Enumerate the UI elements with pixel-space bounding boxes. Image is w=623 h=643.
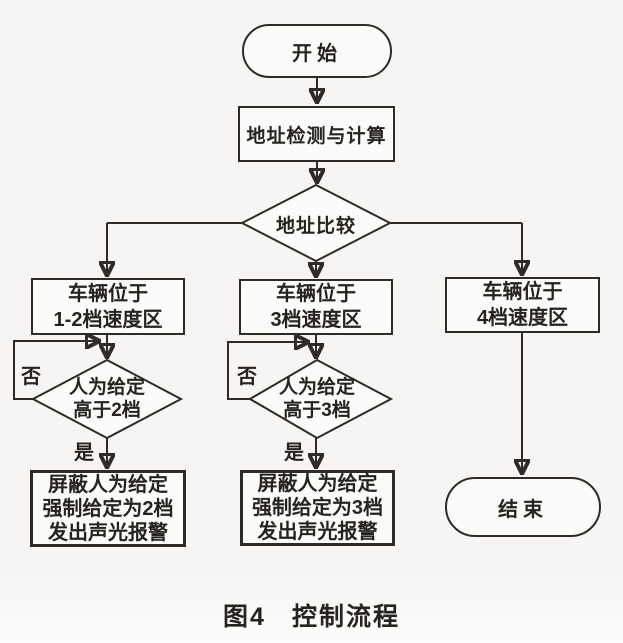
end-label: 结束 [498,498,548,521]
process-zone-4: 车辆位于 4档速度区 [445,277,600,333]
yes-label-left: 是 [74,442,94,464]
decision-manual-above-3 [248,358,394,440]
compare-diamond-label: 地址比较 [275,216,356,237]
no-label-left: 否 [21,366,41,388]
figure-caption: 图4 控制流程 [0,597,623,633]
process-zone-3: 车辆位于 3档速度区 [239,279,393,335]
edge-check2-no-loop [13,341,98,400]
decision-address-compare [239,183,393,263]
no-label-mid: 否 [237,366,257,388]
edge-check3-no-loop [227,342,307,400]
figure-number: 图4 [223,603,266,631]
start-label: 开始 [292,42,342,65]
process-address-detect: 地址检测与计算 [238,106,395,162]
end-node: 结束 [445,477,601,537]
check2-diamond-label: 人为给定 高于2档 [68,377,145,421]
figure-title: 控制流程 [291,603,400,631]
detect-label: 地址检测与计算 [246,125,387,147]
check3-diamond-label: 人为给定 高于3档 [278,377,355,421]
yes-label-mid: 是 [284,442,304,464]
process-force-gear-3: 屏蔽人为给定 强制给定为3档 发出声光报警 [240,470,395,546]
process-zone-1-2: 车辆位于 1-2档速度区 [31,278,185,335]
start-node: 开始 [242,24,392,78]
process-force-gear-2: 屏蔽人为给定 强制给定为2档 发出声光报警 [30,470,186,547]
decision-manual-above-2 [30,358,184,440]
